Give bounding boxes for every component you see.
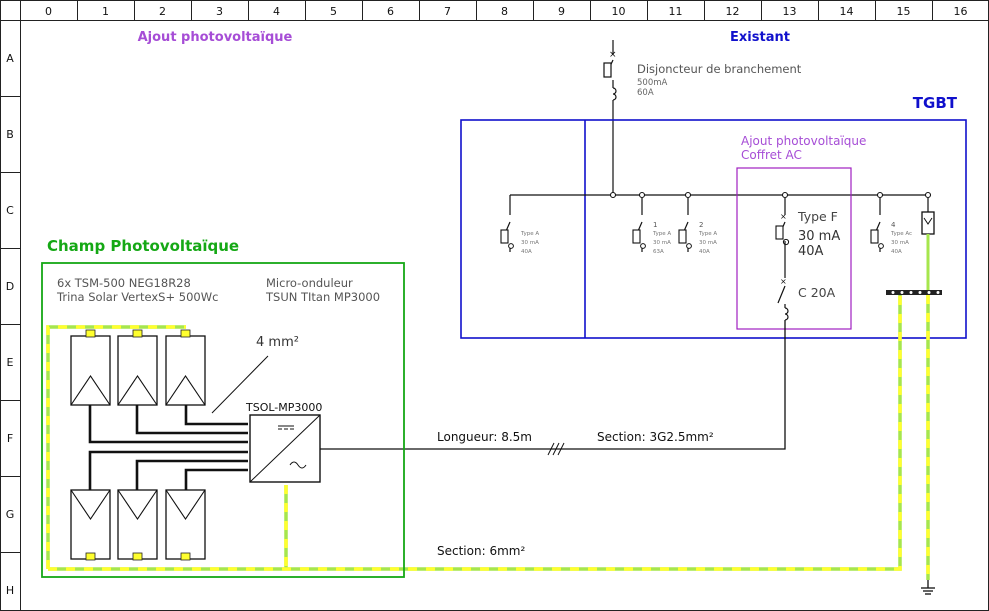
earth-section: Section: 6mm² (437, 544, 525, 558)
grid-col-label: 13 (783, 5, 797, 18)
grid-row-label: B (6, 128, 14, 141)
ac-box: Ajout photovoltaïque Coffret AC × Type F… (736, 134, 866, 330)
pv-panel (70, 489, 111, 561)
cable-length: Longueur: 8.5m (437, 430, 532, 444)
grid-col-label: 11 (669, 5, 683, 18)
grid-row-label: E (7, 356, 14, 369)
tgbt-breaker-ma: 30 mA (699, 240, 717, 246)
tgbt-breaker-id: 4 (891, 221, 896, 229)
main-breaker-label: Disjoncteur de branchement (637, 62, 802, 76)
ac-cable (320, 320, 786, 450)
pv-panel (117, 329, 158, 406)
grid-col-label: 1 (102, 5, 109, 18)
earth-ground-symbol (921, 580, 935, 595)
tgbt-breaker-ma: 30 mA (891, 240, 909, 246)
tgbt-breaker: Type A 30 mA 40A (500, 195, 539, 255)
dc-wiring (88, 405, 248, 490)
grid-col-label: 14 (840, 5, 854, 18)
grid-col-label: 8 (501, 5, 508, 18)
grid-col-label: 2 (159, 5, 166, 18)
tgbt-breaker-a: 40A (891, 249, 902, 255)
grid-col-label: 0 (45, 5, 52, 18)
svg-text:×: × (780, 212, 787, 221)
pv-inverter-line1: Micro-onduleur (266, 276, 353, 290)
tgbt-breaker-type: Type A (698, 231, 717, 237)
pv-panels (70, 329, 206, 561)
pv-panel (70, 329, 111, 406)
cable-leader-line (211, 355, 269, 414)
ac-rcd-type: Type F (797, 209, 838, 224)
pv-cable-section: 4 mm² (256, 335, 299, 350)
tgbt-panel: TGBT (460, 94, 967, 339)
tgbt-breaker-id: 2 (699, 221, 703, 229)
grid-col-label: 5 (330, 5, 337, 18)
tgbt-breaker-a: 40A (521, 249, 532, 255)
busbar-node (609, 191, 617, 199)
tgbt-breaker-ma: 30 mA (521, 240, 539, 246)
tgbt-breaker-type: Type Ac (890, 231, 912, 237)
pv-addition-title: Ajout photovoltaïque (138, 30, 293, 45)
grid-row-label: G (6, 508, 15, 521)
cable-section: Section: 3G2.5mm² (597, 430, 714, 444)
pv-field: Champ Photovoltaïque 6x TSM-500 NEG18R28… (41, 237, 405, 578)
svg-text:×: × (609, 50, 617, 60)
pv-panel (117, 489, 158, 561)
inverter-label: TSOL-MP3000 (245, 401, 322, 414)
earth-bar (886, 234, 942, 295)
grid-col-label: 6 (387, 5, 394, 18)
pv-field-title: Champ Photovoltaïque (47, 237, 239, 255)
tgbt-breaker-type: Type A (652, 231, 671, 237)
pv-panels-line1: 6x TSM-500 NEG18R28 (57, 276, 191, 290)
main-breaker-a: 60A (637, 88, 654, 98)
tgbt-breaker-a: 40A (699, 249, 710, 255)
grid-col-label: 15 (897, 5, 911, 18)
grid-col-label: 9 (558, 5, 565, 18)
ac-breaker: C 20A (798, 285, 836, 300)
tgbt-breaker-ma: 30 mA (653, 240, 671, 246)
tgbt-breaker-a: 63A (653, 249, 664, 255)
grid-row-label: H (6, 584, 14, 597)
tgbt-breaker-id: 1 (653, 221, 657, 229)
earth-conductors (46, 295, 930, 580)
pv-inverter-line2: TSUN TItan MP3000 (265, 290, 380, 304)
grid-col-label: 7 (444, 5, 451, 18)
grid-row-label: C (6, 204, 14, 217)
ac-rcd-a: 40A (798, 244, 824, 259)
tgbt-title: TGBT (913, 94, 958, 112)
inverter: TSOL-MP3000 (245, 401, 322, 483)
earth-terminal (921, 191, 935, 235)
ac-box-line2: Coffret AC (741, 148, 802, 162)
ac-box-line1: Ajout photovoltaïque (741, 134, 866, 148)
grid-row-label: F (7, 432, 13, 445)
main-breaker-ma: 500mA (637, 78, 668, 88)
pv-panel (165, 329, 206, 406)
grid-col-label: 16 (954, 5, 968, 18)
grid-row-label: A (6, 52, 14, 65)
grid-col-label: 4 (273, 5, 280, 18)
svg-text:×: × (780, 277, 787, 286)
grid-row-label: D (6, 280, 14, 293)
existing-title: Existant (730, 30, 790, 45)
grid-col-label: 3 (216, 5, 223, 18)
ac-rcd-ma: 30 mA (798, 229, 840, 244)
grid-col-label: 10 (612, 5, 626, 18)
pv-panel (165, 489, 206, 561)
grid-col-label: 12 (726, 5, 740, 18)
tgbt-breaker-type: Type A (520, 231, 539, 237)
pv-panels-line2: Trina Solar VertexS+ 500Wc (56, 290, 218, 304)
cable-tick-marks (547, 442, 565, 456)
main-breaker: × Disjoncteur de branchement 500mA 60A (603, 40, 802, 195)
